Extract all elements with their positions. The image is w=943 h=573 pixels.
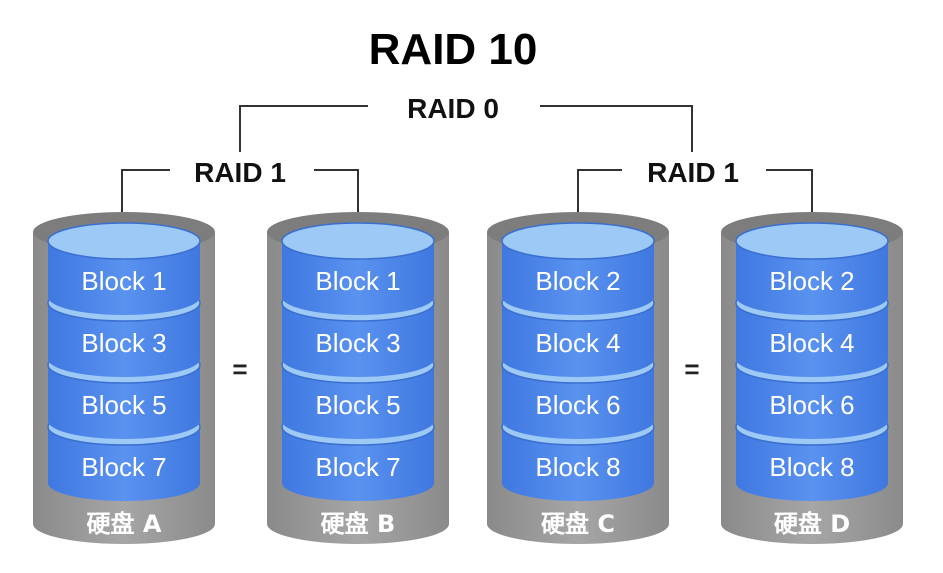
block-band-body: [282, 427, 434, 501]
disk-d: Block 2 Block 4 Block 6 Block 8 硬盘 D: [721, 212, 903, 544]
block-band-top: [281, 222, 435, 260]
block-band-body: [48, 303, 200, 377]
block-label: Block 3: [81, 328, 166, 358]
disk-name: 硬盘 B: [321, 510, 396, 538]
block-label: Block 6: [535, 390, 620, 420]
disk-c: Block 2 Block 4 Block 6 Block 8 硬盘 C: [487, 212, 669, 544]
block-band-body: [736, 427, 888, 501]
raid0-connector: [239, 105, 693, 152]
disk-name: 硬盘 C: [541, 510, 615, 538]
block-band-body: [282, 241, 434, 315]
block-label: Block 5: [81, 390, 166, 420]
raid1-right-label: RAID 1: [647, 157, 739, 188]
block-band-body: [282, 303, 434, 377]
block-band-body: [736, 241, 888, 315]
block-label: Block 5: [315, 390, 400, 420]
block-label: Block 1: [81, 266, 166, 296]
block-label: Block 2: [769, 266, 854, 296]
block-label: Block 4: [769, 328, 854, 358]
mirror-equals-right: =: [684, 354, 699, 384]
block-band-body: [736, 365, 888, 439]
block-band-body: [282, 365, 434, 439]
block-band-body: [502, 427, 654, 501]
block-label: Block 8: [535, 452, 620, 482]
block-band-body: [502, 241, 654, 315]
disk-b: Block 1 Block 3 Block 5 Block 7 硬盘 B: [267, 212, 449, 544]
block-label: Block 7: [315, 452, 400, 482]
block-label: Block 8: [769, 452, 854, 482]
disk-name: 硬盘 D: [774, 510, 850, 538]
block-label: Block 6: [769, 390, 854, 420]
block-label: Block 3: [315, 328, 400, 358]
block-band-top: [735, 222, 889, 260]
raid1-left-label: RAID 1: [194, 157, 286, 188]
block-band-top: [47, 222, 201, 260]
block-band-body: [502, 303, 654, 377]
disk-a: Block 1 Block 3 Block 5 Block 7 硬盘 A: [33, 212, 215, 544]
mirror-equals-left: =: [232, 354, 247, 384]
block-band-body: [502, 365, 654, 439]
raid0-label: RAID 0: [407, 93, 499, 124]
block-band: [501, 222, 655, 315]
block-band: [281, 222, 435, 315]
block-label: Block 2: [535, 266, 620, 296]
block-band: [735, 222, 889, 315]
block-band-body: [736, 303, 888, 377]
block-band: [47, 222, 201, 315]
block-band-body: [48, 241, 200, 315]
disk-name: 硬盘 A: [87, 510, 162, 538]
block-band-top: [501, 222, 655, 260]
block-label: Block 1: [315, 266, 400, 296]
block-band-body: [48, 427, 200, 501]
block-label: Block 4: [535, 328, 620, 358]
diagram-title: RAID 10: [369, 25, 538, 74]
block-band-body: [48, 365, 200, 439]
block-label: Block 7: [81, 452, 166, 482]
